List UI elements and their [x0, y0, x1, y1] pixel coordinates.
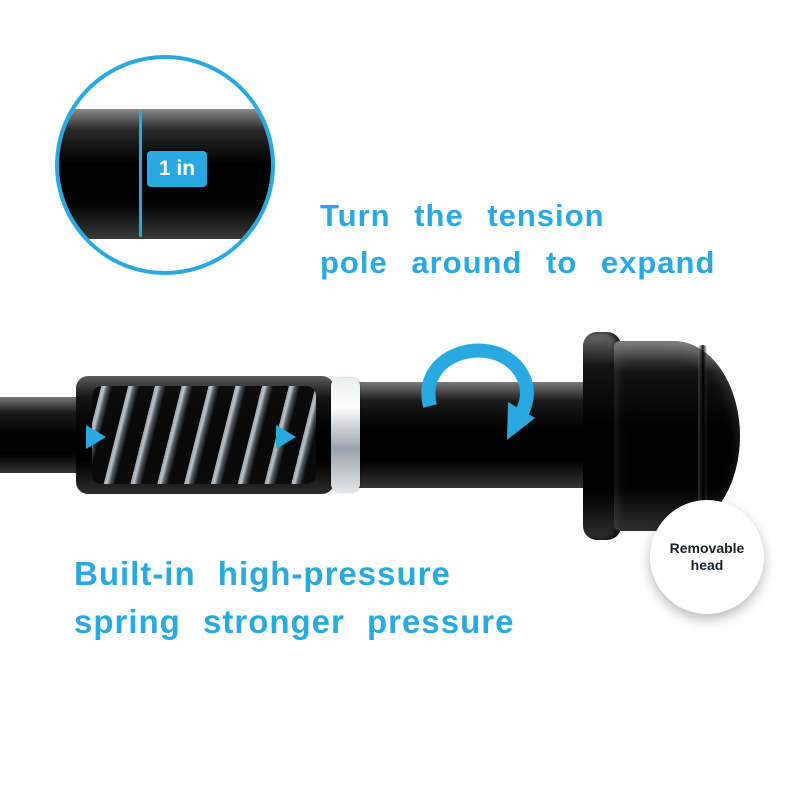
spring-feature-text: Built-in high-pressure spring stronger p… [74, 550, 514, 646]
rotate-instruction-text: Turn the tension pole around to expand [320, 192, 715, 286]
rotate-instruction-line1: Turn the tension [320, 198, 605, 233]
rotation-arrow-icon [421, 343, 535, 440]
head-label-line2: head [690, 557, 724, 573]
adjustment-ring [331, 378, 360, 492]
head-label-line1: Removable [669, 540, 745, 556]
removable-head-cap [614, 341, 740, 531]
spring-arrow-left-icon [86, 425, 106, 449]
diameter-label: 1 in [147, 151, 207, 187]
removable-head-label-bubble: Removable head [650, 500, 764, 614]
tension-pole-right-section [352, 382, 596, 488]
removable-head-ridge [698, 345, 707, 527]
rotate-instruction-line2: pole around to expand [320, 245, 716, 280]
spring-feature-line1: Built-in high-pressure [74, 555, 451, 592]
diameter-measure-line [139, 111, 142, 237]
spring-feature-line2: spring stronger pressure [74, 603, 515, 640]
zoom-inset-circle: 1 in [55, 55, 275, 275]
spring-arrow-right-icon [276, 425, 296, 449]
